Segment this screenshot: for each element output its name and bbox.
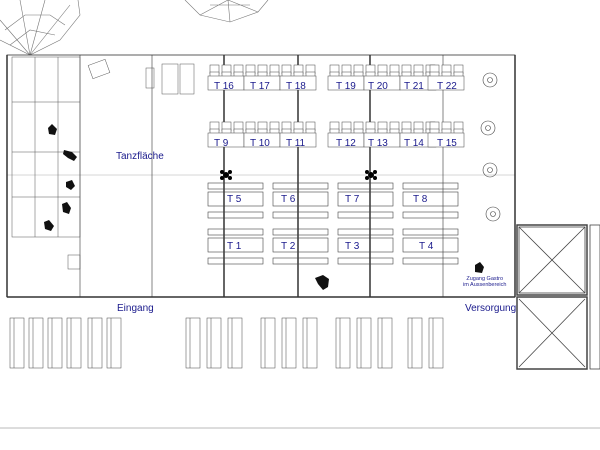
bench (272, 228, 329, 236)
table-label-t16: T 16 (214, 81, 234, 92)
table (272, 191, 329, 207)
bar-furniture (87, 59, 195, 95)
garden-access-label: Zugang Gastro im Aussenbereich (463, 276, 506, 288)
table (207, 237, 264, 253)
bench (87, 317, 103, 369)
bench (227, 317, 243, 369)
table (427, 132, 465, 148)
bench (272, 257, 329, 265)
supply-label: Versorgung (465, 303, 517, 314)
dancer-figures (44, 124, 484, 290)
canopy-left (0, 0, 81, 56)
table-label-t7: T 7 (345, 194, 360, 205)
table-label-t3: T 3 (345, 241, 360, 252)
table-label-t11: T 11 (286, 138, 306, 149)
chair-rows (207, 64, 465, 148)
bench (402, 182, 459, 190)
garden-access-line2: im Aussenbereich (463, 282, 507, 288)
bench (206, 317, 222, 369)
tables-lower (207, 182, 459, 265)
table (402, 237, 459, 253)
table (272, 237, 329, 253)
bench (66, 317, 82, 369)
bench (28, 317, 44, 369)
bench (356, 317, 372, 369)
bench (402, 211, 459, 219)
bench (272, 211, 329, 219)
pillar-markers (220, 170, 377, 180)
dance-floor-grid (11, 56, 81, 270)
table-label-t6: T 6 (281, 194, 296, 205)
table (427, 75, 465, 91)
bench (9, 317, 25, 369)
bench (377, 317, 393, 369)
table-label-t14: T 14 (404, 138, 424, 149)
dance-floor-label: Tanzfläche (116, 151, 164, 162)
bench (185, 317, 201, 369)
outside-benches (9, 317, 444, 369)
bench (272, 182, 329, 190)
bench (337, 257, 394, 265)
table-labels: T 16 T 17 T 18 T 19 T 20 T 21 T 22 T 9 T 10 T 11 T… (214, 81, 457, 252)
bench (402, 228, 459, 236)
table (337, 191, 394, 207)
bench (302, 317, 318, 369)
table-label-t5: T 5 (227, 194, 242, 205)
bench (106, 317, 122, 369)
table (402, 191, 459, 207)
table (279, 75, 317, 91)
garden-access-line1: Zugang Gastro (466, 276, 504, 282)
table-label-t22: T 22 (437, 81, 457, 92)
table-label-t21: T 21 (404, 81, 424, 92)
bench (337, 211, 394, 219)
tent-outline (6, 54, 516, 298)
bench (281, 317, 297, 369)
bench (207, 257, 264, 265)
entrance-label: Eingang (117, 303, 154, 314)
table-label-t20: T 20 (368, 81, 388, 92)
table-label-t17: T 17 (250, 81, 270, 92)
table (207, 191, 264, 207)
table-label-t1: T 1 (227, 241, 242, 252)
bench (337, 228, 394, 236)
bench (47, 317, 63, 369)
bench (335, 317, 351, 369)
bench (207, 211, 264, 219)
bench (402, 257, 459, 265)
bench (207, 228, 264, 236)
table-label-t15: T 15 (437, 138, 457, 149)
table-label-t10: T 10 (250, 138, 270, 149)
bench (337, 182, 394, 190)
table (337, 237, 394, 253)
annex-structure (516, 224, 600, 370)
table-label-t2: T 2 (281, 241, 296, 252)
table (279, 132, 317, 148)
table-label-t12: T 12 (336, 138, 356, 149)
table-label-t9: T 9 (214, 138, 229, 149)
table-label-t4: T 4 (419, 241, 434, 252)
table-label-t19: T 19 (336, 81, 356, 92)
canopy-right (184, 0, 269, 23)
table-label-t13: T 13 (368, 138, 388, 149)
table-label-t8: T 8 (413, 194, 428, 205)
table-label-t18: T 18 (286, 81, 306, 92)
bench (207, 182, 264, 190)
bench (407, 317, 423, 369)
bench (260, 317, 276, 369)
round-tables-right (480, 72, 501, 222)
bench (428, 317, 444, 369)
